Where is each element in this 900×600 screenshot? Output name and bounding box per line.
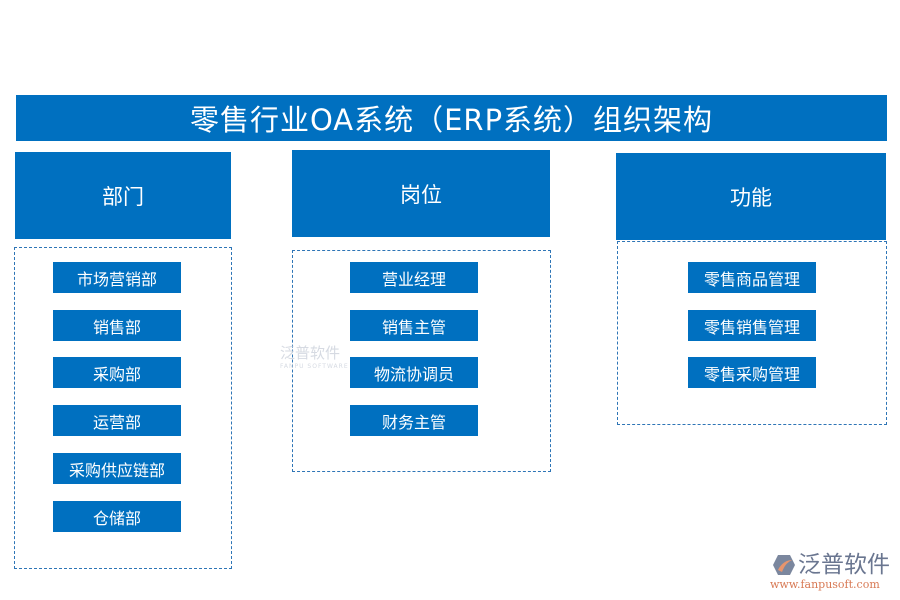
- logo-icon: [773, 555, 795, 575]
- function-item: 零售采购管理: [688, 357, 816, 388]
- position-item: 营业经理: [350, 262, 478, 293]
- department-item: 采购供应链部: [53, 453, 181, 484]
- department-item: 市场营销部: [53, 262, 181, 293]
- department-group: [14, 247, 232, 569]
- department-item: 采购部: [53, 357, 181, 388]
- watermark: 泛普软件 FANPU SOFTWARE: [280, 342, 349, 370]
- column-header-function: 功能: [616, 153, 886, 240]
- function-item: 零售商品管理: [688, 262, 816, 293]
- page-title: 零售行业OA系统（ERP系统）组织架构: [16, 95, 887, 141]
- watermark-name: 泛普软件: [280, 344, 341, 362]
- logo-name: 泛普软件: [798, 552, 890, 578]
- brand-logo: 泛普软件 www.fanpusoft.com: [770, 552, 890, 591]
- department-item: 运营部: [53, 405, 181, 436]
- function-item: 零售销售管理: [688, 310, 816, 341]
- column-header-position: 岗位: [292, 150, 550, 237]
- column-header-department: 部门: [15, 152, 231, 239]
- function-group: [617, 241, 887, 425]
- position-item: 财务主管: [350, 405, 478, 436]
- watermark-sub: FANPU SOFTWARE: [280, 363, 349, 370]
- logo-url: www.fanpusoft.com: [770, 578, 880, 591]
- department-item: 销售部: [53, 310, 181, 341]
- department-item: 仓储部: [53, 501, 181, 532]
- position-group: [292, 250, 551, 472]
- position-item: 物流协调员: [350, 357, 478, 388]
- position-item: 销售主管: [350, 310, 478, 341]
